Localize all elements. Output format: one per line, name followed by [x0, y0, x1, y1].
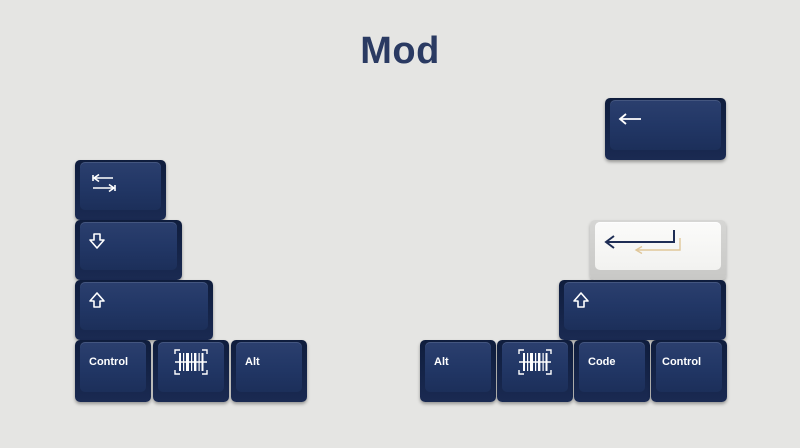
left-meta-key[interactable]	[153, 340, 229, 402]
enter-arrow-icon	[604, 230, 681, 255]
caps-lock-key[interactable]	[75, 220, 182, 280]
backspace-key[interactable]	[605, 98, 726, 160]
code-label: Code	[588, 356, 616, 368]
page-title: Mod	[360, 30, 440, 72]
tab-key[interactable]	[75, 160, 166, 220]
shift-arrow-icon	[573, 292, 589, 308]
shift-arrow-icon	[89, 292, 105, 308]
right-shift-key[interactable]	[559, 280, 726, 340]
right-control-key[interactable]: Control	[651, 340, 727, 402]
tab-arrows-icon	[92, 173, 116, 193]
right-control-label: Control	[662, 356, 702, 368]
right-meta-key[interactable]	[497, 340, 573, 402]
right-alt-key[interactable]: Alt	[420, 340, 496, 402]
right-alt-label: Alt	[434, 356, 449, 368]
enter-key[interactable]	[590, 220, 726, 280]
left-control-key[interactable]: Control	[75, 340, 151, 402]
backspace-arrow-icon	[618, 113, 641, 125]
left-alt-key[interactable]: Alt	[231, 340, 307, 402]
barcode-meta-icon	[518, 349, 552, 375]
left-alt-label: Alt	[245, 356, 260, 368]
left-shift-key[interactable]	[75, 280, 213, 340]
left-control-label: Control	[89, 356, 129, 368]
caps-lock-arrow-icon	[89, 233, 105, 249]
barcode-meta-icon	[174, 349, 208, 375]
code-key[interactable]: Code	[574, 340, 650, 402]
